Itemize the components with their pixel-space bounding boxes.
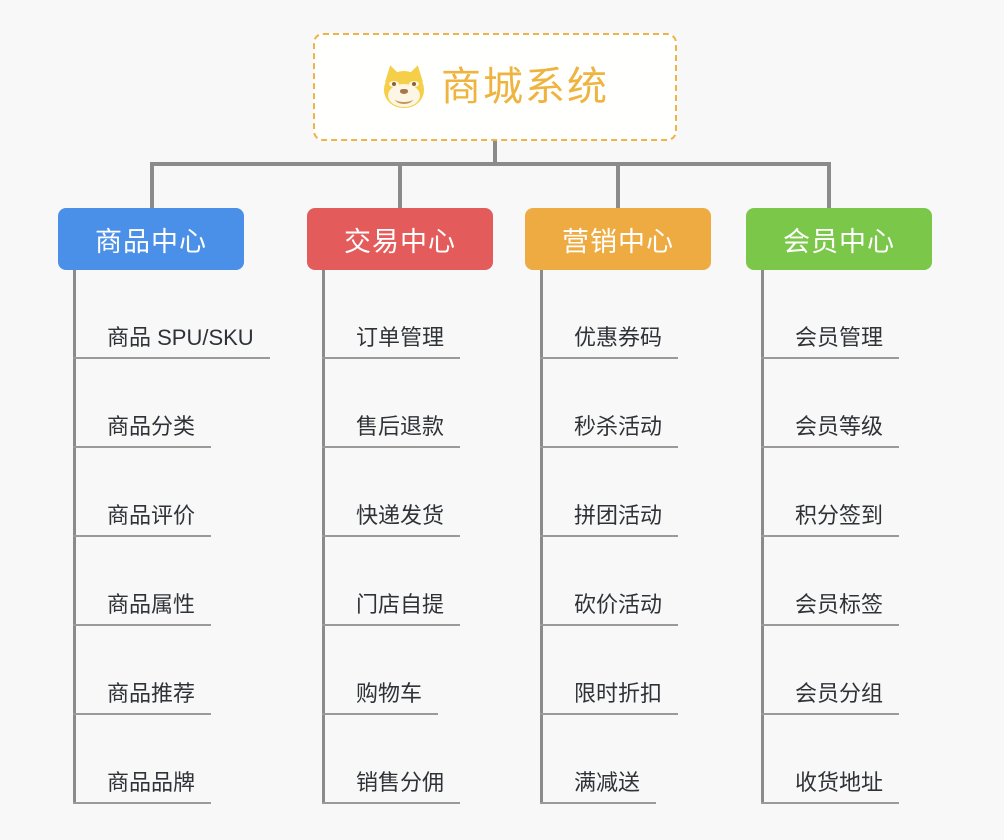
branch-leaf-item[interactable]: 门店自提	[322, 537, 493, 626]
branch-leaf-item[interactable]: 会员管理	[761, 270, 932, 359]
branch-leaf-label: 快递发货	[356, 502, 445, 528]
branch-leaf-underline	[73, 624, 211, 626]
branch-leaf-label: 积分签到	[795, 502, 884, 528]
branch-column-1: 商品中心 商品 SPU/SKU 商品分类商品评价商品属性商品推荐商品品牌	[58, 208, 270, 804]
branch-leaf-underline	[540, 802, 656, 804]
branch-leaf-underline	[540, 357, 678, 359]
branch-leaf-item[interactable]: 商品属性	[73, 537, 244, 626]
branch-leaf-item[interactable]: 砍价活动	[540, 537, 711, 626]
branch-leaf-item[interactable]: 优惠券码	[540, 270, 711, 359]
connector-root-stem	[493, 141, 497, 165]
branch-header-3[interactable]: 营销中心	[525, 208, 711, 270]
branch-leaf-label: 商品品牌	[107, 769, 196, 795]
branch-leaf-label: 收货地址	[795, 769, 884, 795]
branch-leaf-underline	[322, 802, 460, 804]
branch-leaf-underline	[761, 802, 899, 804]
branch-leaf-item[interactable]: 会员标签	[761, 537, 932, 626]
connector-drop-2	[398, 162, 402, 208]
branch-leaf-label: 秒杀活动	[574, 413, 663, 439]
branch-leaf-item[interactable]: 商品分类	[73, 359, 244, 448]
branch-column-3: 营销中心 优惠券码秒杀活动拼团活动砍价活动限时折扣满减送	[525, 208, 711, 804]
branch-leaf-item[interactable]: 商品评价	[73, 448, 244, 537]
branch-header-2[interactable]: 交易中心	[307, 208, 493, 270]
connector-horizontal-bus	[150, 162, 831, 166]
branch-leaf-label: 商品 SPU/SKU	[107, 324, 254, 350]
branch-leaf-label: 订单管理	[356, 324, 445, 350]
branch-leaf-underline	[322, 624, 460, 626]
branch-leaf-label: 会员标签	[795, 591, 884, 617]
branch-leaf-item[interactable]: 秒杀活动	[540, 359, 711, 448]
root-title: 商城系统	[441, 65, 609, 109]
branch-leaf-item[interactable]: 商品品牌	[73, 715, 244, 804]
branch-items-3: 优惠券码秒杀活动拼团活动砍价活动限时折扣满减送	[525, 270, 711, 804]
branch-leaf-underline	[540, 446, 678, 448]
branch-leaf-item[interactable]: 收货地址	[761, 715, 932, 804]
branch-leaf-underline	[761, 357, 899, 359]
shiba-dog-face-icon	[381, 63, 427, 109]
branch-leaf-underline	[322, 713, 438, 715]
branch-leaf-underline	[73, 535, 211, 537]
connector-drop-4	[827, 162, 831, 208]
branch-header-4[interactable]: 会员中心	[746, 208, 932, 270]
branch-leaf-label: 砍价活动	[574, 591, 663, 617]
branch-leaf-item[interactable]: 会员等级	[761, 359, 932, 448]
branch-leaf-label: 会员等级	[795, 413, 884, 439]
connector-drop-1	[150, 162, 154, 208]
branch-leaf-label: 商品推荐	[107, 680, 196, 706]
branch-column-2: 交易中心 订单管理售后退款快递发货门店自提购物车销售分佣	[307, 208, 493, 804]
branch-leaf-item[interactable]: 订单管理	[322, 270, 493, 359]
branch-leaf-label: 购物车	[356, 680, 423, 706]
branch-leaf-label: 优惠券码	[574, 324, 663, 350]
branch-leaf-underline	[540, 624, 678, 626]
branch-leaf-underline	[73, 446, 211, 448]
branch-column-4: 会员中心 会员管理会员等级积分签到会员标签会员分组收货地址	[746, 208, 932, 804]
branch-trunk-2	[322, 270, 325, 804]
branch-leaf-underline	[322, 357, 460, 359]
branch-leaf-label: 商品分类	[107, 413, 196, 439]
branch-items-4: 会员管理会员等级积分签到会员标签会员分组收货地址	[746, 270, 932, 804]
branch-leaf-underline	[322, 535, 460, 537]
branch-leaf-underline	[761, 713, 899, 715]
branch-leaf-item[interactable]: 购物车	[322, 626, 493, 715]
branch-leaf-label: 拼团活动	[574, 502, 663, 528]
branch-leaf-item[interactable]: 满减送	[540, 715, 711, 804]
branch-leaf-underline	[73, 802, 211, 804]
branch-items-1: 商品 SPU/SKU 商品分类商品评价商品属性商品推荐商品品牌	[58, 270, 270, 804]
branch-leaf-label: 限时折扣	[574, 680, 663, 706]
branch-leaf-underline	[761, 624, 899, 626]
branch-leaf-item[interactable]: 销售分佣	[322, 715, 493, 804]
branch-leaf-label: 销售分佣	[356, 769, 445, 795]
branch-trunk-3	[540, 270, 543, 804]
branch-leaf-item[interactable]: 快递发货	[322, 448, 493, 537]
branch-leaf-underline	[73, 357, 270, 359]
branch-leaf-label: 售后退款	[356, 413, 445, 439]
branch-leaf-underline	[761, 446, 899, 448]
branch-leaf-item[interactable]: 限时折扣	[540, 626, 711, 715]
branch-leaf-label: 商品属性	[107, 591, 196, 617]
branch-leaf-underline	[540, 713, 678, 715]
branch-header-1[interactable]: 商品中心	[58, 208, 244, 270]
connector-drop-3	[616, 162, 620, 208]
branch-trunk-4	[761, 270, 764, 804]
branch-leaf-item[interactable]: 售后退款	[322, 359, 493, 448]
branch-leaf-item[interactable]: 拼团活动	[540, 448, 711, 537]
branch-leaf-label: 满减送	[574, 769, 641, 795]
branch-leaf-item[interactable]: 会员分组	[761, 626, 932, 715]
branch-trunk-1	[73, 270, 76, 804]
branch-leaf-item[interactable]: 商品推荐	[73, 626, 244, 715]
branch-leaf-underline	[322, 446, 460, 448]
branch-leaf-label: 会员管理	[795, 324, 884, 350]
branch-leaf-label: 商品评价	[107, 502, 196, 528]
branch-leaf-underline	[540, 535, 678, 537]
branch-leaf-item[interactable]: 商品 SPU/SKU	[73, 270, 270, 359]
root-node[interactable]: 商城系统	[313, 33, 677, 141]
branch-leaf-underline	[761, 535, 899, 537]
branch-leaf-item[interactable]: 积分签到	[761, 448, 932, 537]
branch-leaf-label: 会员分组	[795, 680, 884, 706]
branch-leaf-underline	[73, 713, 211, 715]
branch-items-2: 订单管理售后退款快递发货门店自提购物车销售分佣	[307, 270, 493, 804]
branch-leaf-label: 门店自提	[356, 591, 445, 617]
